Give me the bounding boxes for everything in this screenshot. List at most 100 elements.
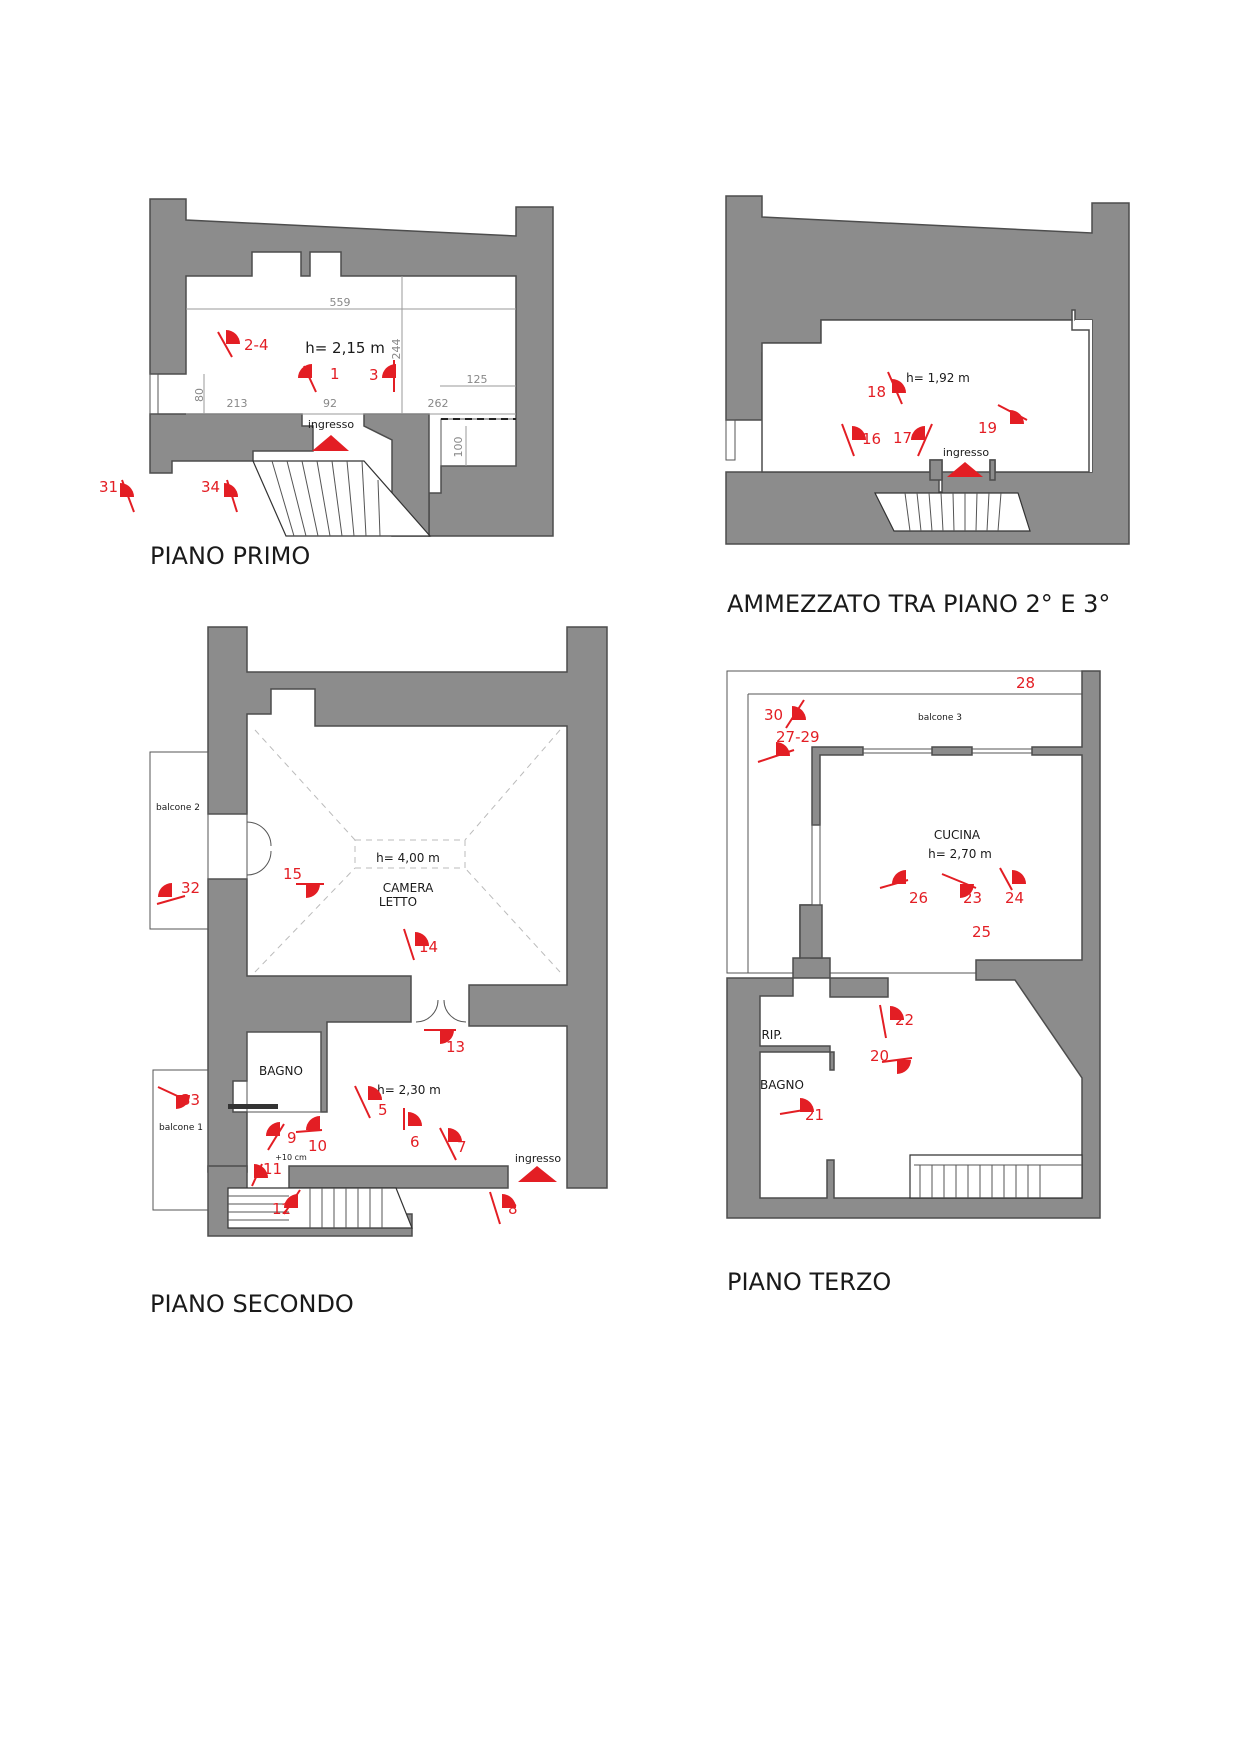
viewpoint-16: 16	[841, 423, 881, 457]
entrance-arrow-icon	[947, 462, 983, 477]
rip-label: RIP.	[761, 1028, 782, 1042]
bagno-room	[246, 1031, 322, 1113]
plan-title: AMMEZZATO TRA PIANO 2° E 3°	[727, 590, 1110, 618]
svg-text:21: 21	[805, 1106, 824, 1124]
viewpoint-12: 12	[272, 1189, 301, 1218]
viewpoint-33: 33	[157, 1086, 200, 1109]
entrance-arrow-icon	[518, 1166, 557, 1182]
svg-text:30: 30	[764, 706, 783, 724]
viewpoint-26: 26	[879, 870, 928, 907]
svg-text:10: 10	[308, 1137, 327, 1155]
svg-text:34: 34	[201, 478, 220, 496]
svg-text:26: 26	[909, 889, 928, 907]
viewpoint-27-29: 27-29	[757, 728, 820, 763]
camera-height-label: h= 4,00 m	[376, 851, 440, 865]
bagno-label: BAGNO	[259, 1064, 303, 1078]
viewpoint-30: 30	[764, 699, 806, 729]
stair	[227, 1187, 413, 1229]
viewpoint-21: 21	[779, 1098, 824, 1124]
dim-213: 213	[227, 397, 248, 410]
dim-125: 125	[467, 373, 488, 386]
plan-title: PIANO TERZO	[727, 1268, 891, 1296]
hall-height-label: h= 2,30 m	[377, 1083, 441, 1097]
balcone-3-label: balcone 3	[918, 713, 962, 723]
svg-text:28: 28	[1016, 674, 1035, 692]
viewpoint-15: 15	[283, 865, 324, 898]
height-label: h= 2,15 m	[305, 339, 385, 357]
svg-text:19: 19	[978, 419, 997, 437]
viewpoint-8: 8	[489, 1191, 518, 1225]
svg-text:1: 1	[330, 365, 340, 383]
entrance-arrow-icon	[312, 435, 349, 451]
svg-text:25: 25	[972, 923, 991, 941]
viewpoint-24: 24	[999, 867, 1026, 907]
entrance-label: ingresso	[515, 1152, 562, 1165]
svg-text:17: 17	[893, 429, 912, 447]
svg-text:12: 12	[272, 1200, 291, 1218]
plan-ammezzato: h= 1,92 m ingresso AMMEZZATO TRA PIANO 2…	[725, 195, 1130, 618]
svg-text:22: 22	[895, 1011, 914, 1029]
entrance-label: ingresso	[943, 446, 990, 459]
entrance-label: ingresso	[308, 418, 355, 431]
stair	[252, 460, 432, 537]
dim-100: 100	[452, 437, 465, 458]
viewpoint-1: 1	[298, 364, 340, 393]
svg-text:16: 16	[862, 430, 881, 448]
svg-text:5: 5	[378, 1101, 388, 1119]
viewpoint-19: 19	[978, 404, 1028, 437]
bagno-label: BAGNO	[760, 1078, 804, 1092]
stair	[874, 492, 1031, 532]
svg-text:23: 23	[963, 889, 982, 907]
dimension-lines	[186, 276, 516, 466]
viewpoint-17: 17	[893, 423, 933, 457]
viewpoint-10: 10	[295, 1116, 327, 1155]
viewpoint-14: 14	[403, 928, 438, 961]
camera-label-1: CAMERA	[383, 881, 434, 895]
svg-text:15: 15	[283, 865, 302, 883]
svg-text:8: 8	[508, 1200, 518, 1218]
svg-text:7: 7	[457, 1138, 467, 1156]
viewpoint-9: 9	[266, 1122, 297, 1151]
viewpoint-23: 23	[941, 873, 982, 907]
svg-text:31: 31	[99, 478, 118, 496]
plan-piano-terzo: PIANO TERZO balcone 3 CUCINA h= 2,70 m R…	[726, 670, 1101, 1296]
balcone-2	[149, 751, 209, 930]
dim-244: 244	[390, 339, 403, 360]
viewpoint-32: 32	[156, 879, 200, 905]
dim-92: 92	[323, 397, 337, 410]
svg-text:13: 13	[446, 1038, 465, 1056]
svg-text:6: 6	[410, 1133, 420, 1151]
plan-title: PIANO SECONDO	[150, 1290, 354, 1318]
viewpoint-28: 28	[1016, 674, 1035, 692]
svg-text:33: 33	[181, 1091, 200, 1109]
viewpoint-22: 22	[879, 1004, 914, 1039]
viewpoint-11: 11	[251, 1160, 282, 1187]
viewpoint-2-4: 2-4	[217, 330, 269, 358]
svg-text:27-29: 27-29	[776, 728, 820, 746]
svg-text:24: 24	[1005, 889, 1024, 907]
plan-piano-primo: 559 244 80 213 92 262 125 100 h= 2,15 m …	[99, 198, 554, 570]
svg-text:18: 18	[867, 383, 886, 401]
step-label: +10 cm	[275, 1153, 307, 1162]
svg-text:9: 9	[287, 1129, 297, 1147]
viewpoint-13: 13	[424, 1029, 465, 1056]
cucina-label: CUCINA	[934, 828, 981, 842]
svg-text:20: 20	[870, 1047, 889, 1065]
svg-text:3: 3	[369, 366, 379, 384]
viewpoint-5: 5	[354, 1085, 388, 1119]
balcone-1	[152, 1069, 209, 1211]
dim-80: 80	[193, 388, 206, 402]
svg-text:2-4: 2-4	[244, 336, 269, 354]
svg-text:14: 14	[419, 938, 438, 956]
svg-text:32: 32	[181, 879, 200, 897]
svg-text:11: 11	[263, 1160, 282, 1178]
viewpoint-18: 18	[867, 371, 906, 405]
walls	[149, 198, 554, 537]
viewpoint-7: 7	[439, 1127, 467, 1161]
viewpoint-25: 25	[972, 923, 991, 941]
balcone-2-label: balcone 2	[156, 803, 200, 813]
viewpoint-3: 3	[369, 360, 396, 392]
viewpoint-20: 20	[870, 1047, 913, 1074]
height-label: h= 1,92 m	[906, 371, 970, 385]
